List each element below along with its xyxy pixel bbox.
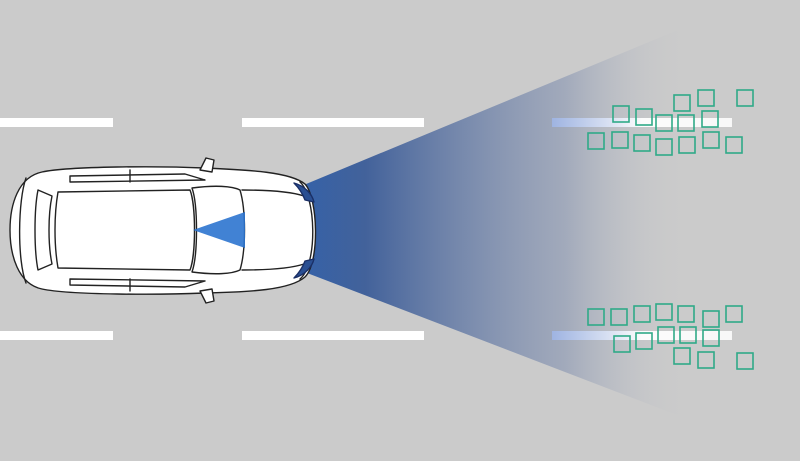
detection-box bbox=[657, 326, 675, 344]
detection-box bbox=[701, 110, 719, 128]
side-window-bottom bbox=[69, 278, 206, 288]
side-mirror-top bbox=[199, 157, 215, 173]
car-top-view-icon bbox=[9, 157, 317, 304]
side-mirror-bottom bbox=[199, 288, 215, 304]
detection-box bbox=[613, 335, 631, 353]
side-window-top bbox=[69, 173, 206, 183]
lane-dash bbox=[0, 118, 113, 127]
lane-dash bbox=[0, 331, 113, 340]
detection-box bbox=[673, 94, 691, 112]
rear-window bbox=[34, 189, 53, 271]
detection-box bbox=[697, 89, 715, 107]
detected-lane-marking-lower bbox=[552, 331, 732, 340]
detection-box bbox=[633, 134, 651, 152]
detection-box bbox=[655, 303, 673, 321]
headlight-top bbox=[293, 182, 315, 203]
detection-box bbox=[697, 351, 715, 369]
hood-line-top bbox=[241, 189, 305, 197]
detection-box bbox=[677, 305, 695, 323]
detection-box bbox=[635, 332, 653, 350]
detection-box bbox=[655, 114, 673, 132]
car-body bbox=[9, 166, 317, 295]
detection-box bbox=[611, 131, 629, 149]
detection-box bbox=[725, 305, 743, 323]
rear-bumper bbox=[18, 177, 27, 284]
hood-line-bottom bbox=[241, 263, 305, 271]
upper-lane-markings bbox=[0, 118, 424, 127]
detection-box bbox=[679, 326, 697, 344]
detection-box bbox=[736, 89, 754, 107]
lane-dash bbox=[242, 331, 424, 340]
detection-box bbox=[725, 136, 743, 154]
detection-box bbox=[587, 308, 605, 326]
lane-dash bbox=[242, 118, 424, 127]
detection-boxes-lower bbox=[587, 303, 754, 370]
detection-box bbox=[678, 136, 696, 154]
windshield bbox=[191, 185, 246, 275]
detection-box bbox=[587, 132, 605, 150]
detection-boxes-upper bbox=[587, 89, 754, 156]
detection-box bbox=[635, 108, 653, 126]
detected-lane-marking-upper bbox=[552, 118, 732, 127]
detection-box bbox=[612, 105, 630, 123]
detection-box bbox=[673, 347, 691, 365]
car-roof bbox=[54, 189, 196, 271]
detection-box bbox=[633, 305, 651, 323]
detection-box bbox=[702, 310, 720, 328]
camera-sensor-icon bbox=[193, 212, 245, 248]
detection-box bbox=[702, 329, 720, 347]
detection-box bbox=[702, 131, 720, 149]
detection-box bbox=[736, 352, 754, 370]
lower-lane-markings bbox=[0, 331, 424, 340]
detection-box bbox=[677, 114, 695, 132]
detection-box bbox=[610, 308, 628, 326]
headlight-bottom bbox=[293, 258, 315, 279]
detection-box bbox=[655, 138, 673, 156]
